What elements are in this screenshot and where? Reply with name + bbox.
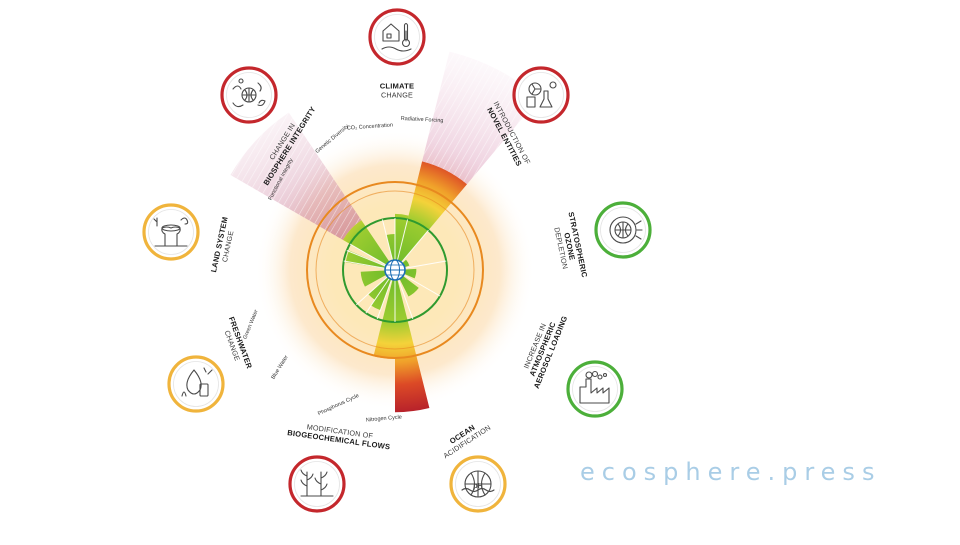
plants-icon bbox=[288, 455, 346, 513]
thermometer-house-icon bbox=[368, 8, 426, 66]
label-radiative: Radiative Forcing bbox=[401, 116, 444, 124]
divider-5 bbox=[403, 274, 441, 297]
divider-3 bbox=[401, 229, 429, 263]
wedge-ocean bbox=[399, 276, 419, 297]
divider-10 bbox=[356, 276, 388, 306]
wedge-phosphorus bbox=[373, 279, 395, 359]
wedge-blue_water bbox=[371, 278, 392, 311]
wedge-green_water bbox=[368, 276, 390, 300]
wedge-nitrogen bbox=[395, 279, 430, 413]
wedge-genetic bbox=[342, 220, 390, 265]
divider-2 bbox=[396, 219, 409, 261]
divider-6 bbox=[397, 279, 414, 320]
svg-text:pH: pH bbox=[473, 483, 482, 490]
ozone-globe-icon bbox=[594, 201, 652, 259]
wedge-novel-hatch bbox=[422, 51, 540, 185]
wedge-aerosol bbox=[404, 268, 417, 279]
divider-4 bbox=[404, 260, 447, 269]
wedge-functional bbox=[345, 250, 386, 269]
radiation-flask-icon bbox=[512, 66, 570, 124]
wedge-radiative bbox=[395, 213, 409, 261]
biodiversity-icon bbox=[220, 66, 278, 124]
boundary-wedges bbox=[230, 51, 540, 413]
planetary-boundary-ring bbox=[306, 181, 484, 359]
high-risk-ring bbox=[315, 190, 475, 350]
boundary-icons: pH bbox=[142, 8, 652, 513]
watermark: ecosphere.press bbox=[580, 458, 882, 486]
title-line: CHANGE bbox=[381, 90, 413, 99]
label-nitrogen: Nitrogen Cycle bbox=[366, 414, 402, 423]
wedge-co2 bbox=[386, 233, 395, 261]
label-blue_water: Blue Water bbox=[270, 354, 289, 380]
divider-8 bbox=[376, 279, 393, 320]
wedge-novel bbox=[397, 161, 467, 263]
ocean-ph-icon: pH bbox=[449, 455, 507, 513]
title-line: CLIMATE bbox=[380, 82, 415, 91]
water-drop-icon bbox=[167, 355, 225, 413]
label-co2: CO₂ Concentration bbox=[347, 122, 393, 131]
sector-dividers bbox=[343, 218, 447, 322]
divider-0 bbox=[381, 219, 394, 261]
divider-13 bbox=[349, 243, 387, 266]
earth-globe-icon bbox=[384, 259, 406, 281]
wedge-genetic-hatch bbox=[230, 112, 362, 240]
factory-smoke-icon bbox=[566, 360, 624, 418]
wedge-land bbox=[360, 270, 387, 287]
divider-9 bbox=[365, 278, 390, 314]
divider-11 bbox=[343, 260, 386, 269]
divider-12 bbox=[346, 250, 386, 267]
tree-stump-icon bbox=[142, 203, 200, 261]
label-green_water: Green Water bbox=[242, 309, 259, 340]
